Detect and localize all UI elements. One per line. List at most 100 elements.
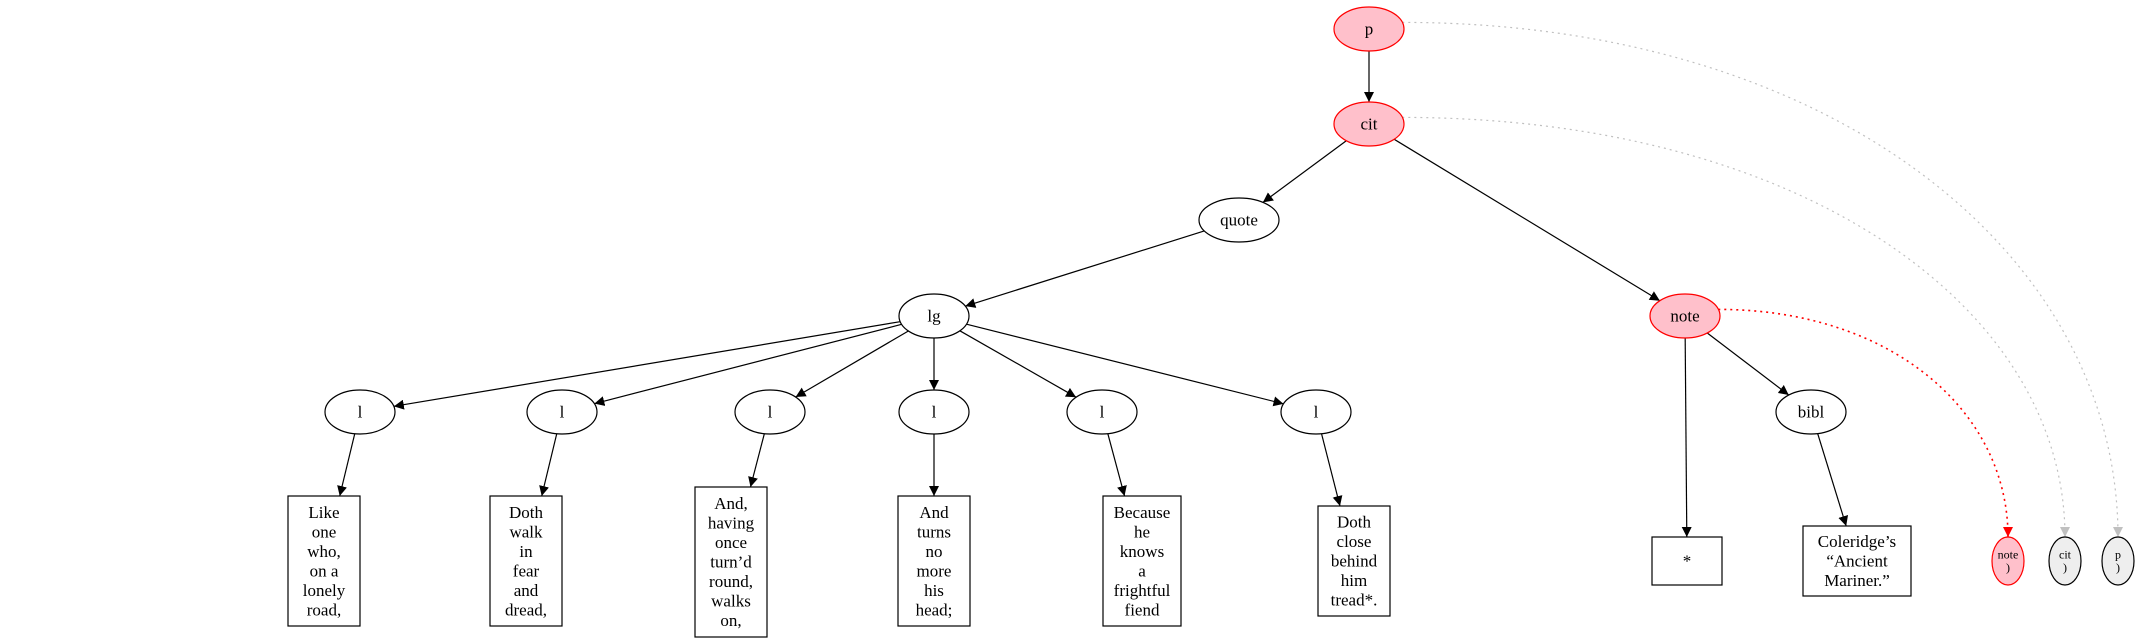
node-t4-label-head: head; <box>916 600 953 619</box>
node-endcit: cit) <box>2048 536 2082 586</box>
node-l2-shape <box>526 389 598 435</box>
node-t5-label-a: a <box>1138 561 1146 580</box>
node-p-shape <box>1333 6 1405 52</box>
node-t3-label-round: round, <box>709 572 753 591</box>
node-endp-label-p: p <box>2115 548 2121 562</box>
node-star-shape <box>1651 536 1723 586</box>
node-note: note <box>1649 293 1721 339</box>
node-l1-shape <box>324 389 396 435</box>
node-t3-label-on: on, <box>720 611 741 630</box>
node-t6-label-behind: behind <box>1331 552 1378 571</box>
node-t6-label-doth: Doth <box>1337 513 1372 532</box>
node-l6-shape <box>1280 389 1352 435</box>
node-t2-label-walk: walk <box>509 522 543 541</box>
node-tbibl-label-mariner: Mariner.” <box>1824 571 1890 590</box>
node-t5-label-frightful: frightful <box>1114 581 1171 600</box>
node-endnote-label-symbol: ) <box>2006 561 2010 575</box>
node-cit-label-cit: cit <box>1361 115 1378 134</box>
node-t4-label-his: his <box>924 581 944 600</box>
node-lg-shape <box>898 293 970 339</box>
node-endnote-label-note: note <box>1998 548 2019 562</box>
node-tbibl-label-coleridge-s: Coleridge’s <box>1818 532 1896 551</box>
node-t2-label-fear: fear <box>513 561 540 580</box>
node-l5-shape <box>1066 389 1138 435</box>
node-t6-label-tread: tread*. <box>1331 591 1378 610</box>
node-lg: lg <box>898 293 970 339</box>
node-endcit-shape <box>2048 536 2082 586</box>
node-l3-shape <box>734 389 806 435</box>
node-endp: p) <box>2101 536 2135 586</box>
node-t3-label-and: And, <box>714 494 748 513</box>
node-endnote: note) <box>1991 536 2025 586</box>
edge-note-to-bibl <box>1706 332 1790 396</box>
node-bibl-shape <box>1775 389 1847 435</box>
node-endp-label-symbol: ) <box>2116 561 2120 575</box>
node-t4-shape <box>897 495 971 627</box>
node-t3-label-walks: walks <box>711 592 751 611</box>
edge-lg-to-l3 <box>795 330 909 398</box>
edge-cit-to-note <box>1393 138 1661 302</box>
node-l2-label-l: l <box>560 403 565 422</box>
node-t6-label-him: him <box>1341 571 1367 590</box>
node-t3-label-turn-d: turn’d <box>710 553 752 572</box>
node-endcit-label-symbol: ) <box>2063 561 2067 575</box>
edge-note-to-star <box>1681 337 1692 538</box>
node-l6-label-l: l <box>1314 403 1319 422</box>
node-t5-label-knows: knows <box>1120 542 1164 561</box>
edge-lg-to-l2 <box>594 323 902 406</box>
node-t1-label-lonely: lonely <box>303 581 346 600</box>
node-l2: l <box>526 389 598 435</box>
node-endnote-shape <box>1991 536 2025 586</box>
node-t5-label-fiend: fiend <box>1125 600 1160 619</box>
node-t1-label-like: Like <box>308 503 339 522</box>
node-bibl-label-bibl: bibl <box>1798 403 1825 422</box>
node-t3-shape <box>694 486 768 638</box>
node-lg-label-lg: lg <box>927 307 941 326</box>
edge-l1-to-t1 <box>337 433 356 497</box>
node-cit: cit <box>1333 101 1405 147</box>
node-l1-label-l: l <box>358 403 363 422</box>
node-star: * <box>1651 536 1723 586</box>
node-t4-label-more: more <box>917 561 952 580</box>
node-cit-shape <box>1333 101 1405 147</box>
node-l4: l <box>898 389 970 435</box>
node-t1-label-on-a: on a <box>310 561 339 580</box>
edges-layer <box>337 21 2123 538</box>
node-t2-label-doth: Doth <box>509 503 544 522</box>
node-t4-label-no: no <box>926 542 943 561</box>
node-p-label-p: p <box>1365 20 1374 39</box>
node-t3-label-having: having <box>708 514 755 533</box>
node-l3-label-l: l <box>768 403 773 422</box>
node-l5-label-l: l <box>1100 403 1105 422</box>
edge-l2-to-t2 <box>539 433 558 497</box>
node-t2-shape <box>489 495 563 627</box>
node-tbibl-shape <box>1802 525 1912 597</box>
node-l4-shape <box>898 389 970 435</box>
node-note-label-note: note <box>1670 307 1699 326</box>
node-tbibl-label-ancient: “Ancient <box>1826 552 1888 571</box>
node-star-label-symbol: * <box>1683 552 1692 571</box>
node-l4-label-l: l <box>932 403 937 422</box>
node-bibl: bibl <box>1775 389 1847 435</box>
edge-l3-to-t3 <box>748 433 765 488</box>
node-note-shape <box>1649 293 1721 339</box>
node-t3-label-once: once <box>715 533 747 552</box>
node-t2-label-and: and <box>514 581 539 600</box>
edge-bibl-to-tbibl <box>1817 433 1849 527</box>
edge-p-to-endp <box>1402 21 2123 538</box>
node-t5-label-he: he <box>1134 522 1150 541</box>
edge-cit-to-endcit <box>1402 116 2070 538</box>
node-l6: l <box>1280 389 1352 435</box>
node-endp-shape <box>2101 536 2135 586</box>
node-l3: l <box>734 389 806 435</box>
node-t4-label-turns: turns <box>917 522 951 541</box>
node-t1-label-road: road, <box>307 600 341 619</box>
node-endcit-label-cit: cit <box>2059 548 2072 562</box>
node-t1-label-one: one <box>312 522 337 541</box>
